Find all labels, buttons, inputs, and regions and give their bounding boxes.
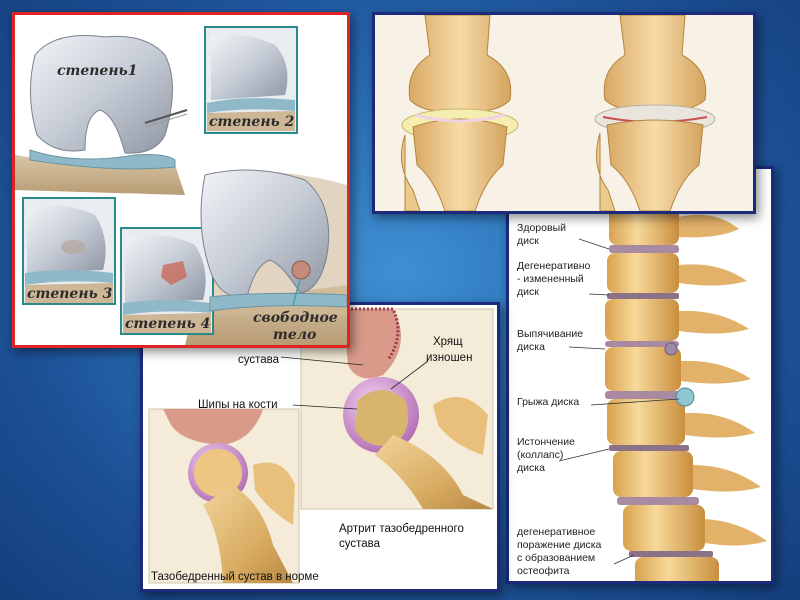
label-grade4: степень 4 [125, 316, 210, 332]
healthy-hip-joint [148, 408, 300, 584]
svg-text:Истончение (коллапс): Истончение (коллапс) диска [517, 436, 578, 474]
spine-disc-degeneration-panel: Здоровый диск Дегенеративно - измененный… [506, 166, 774, 584]
label-healthy-disc-2: диск [517, 235, 539, 247]
knee-joint-comparison-panel [372, 12, 756, 214]
svg-text:дегенеративное поражение: дегенеративное поражение диска с образов… [517, 526, 604, 577]
label-cartilage-2: изношен [426, 352, 472, 364]
label-cartilage-1: Хрящ [433, 336, 463, 348]
inset-grade3 [22, 197, 116, 305]
intervertebral-discs [605, 245, 713, 557]
label-disc-bulge-1: Выпячивание [517, 328, 583, 340]
hip-arthritis-panel: сустава Шипы на кости Хрящ изношен Артри… [140, 302, 500, 592]
label-hip-arthritis-2: сустава [339, 538, 381, 550]
knee-joint-comparison-illustration [375, 15, 753, 211]
label-disc-thinning-2: (коллапс) [517, 449, 563, 461]
inset-grade4 [120, 227, 214, 335]
label-grade1: степень1 [57, 63, 138, 79]
svg-text:Артрит тазобедренного су: Артрит тазобедренного сустава [339, 523, 467, 550]
label-disc-bulge-2: диска [517, 341, 545, 353]
label-healthy-disc-1: Здоровый [517, 222, 566, 234]
femur-loose-body [200, 169, 347, 312]
knee-cartilage-panel: степень1 степень 2 степень 3 степень 4 [12, 12, 350, 348]
label-osteophyte-4: остеофита [517, 565, 570, 577]
label-loose-body-2: тело [273, 327, 316, 343]
leader-lines [558, 238, 680, 565]
label-degenerative-disc-1: Дегенеративно [517, 260, 591, 272]
healthy-knee-joint [400, 15, 519, 211]
spine-illustration: Здоровый диск Дегенеративно - измененный… [509, 169, 771, 581]
label-osteophyte-1: дегенеративное [517, 526, 595, 538]
label-normal-hip: Тазобедренный сустав в норме [151, 571, 319, 583]
label-osteophyte-3: с образованием [517, 552, 595, 564]
label-bone-spurs: Шипы на кости [198, 399, 278, 411]
label-disc-hernia: Грыжа диска [517, 396, 579, 408]
svg-text:Хрящ изношен: Хрящ изношен [426, 336, 472, 364]
label-disc-thinning-1: Истончение [517, 436, 575, 448]
inset-grade2 [204, 26, 298, 134]
svg-text:Выпячивание диска: Выпячивание диска [517, 328, 586, 353]
label-joint-cut: сустава [238, 354, 280, 366]
vertebral-column [605, 207, 767, 581]
label-disc-thinning-3: диска [517, 462, 545, 474]
arthritic-knee-joint [594, 15, 716, 211]
label-loose-body-1: свободное [253, 310, 338, 326]
label-hip-arthritis-1: Артрит тазобедренного [339, 523, 464, 535]
femur-grade1 [29, 34, 188, 170]
svg-text:Дегенеративно - измененн: Дегенеративно - измененный диск [517, 260, 593, 298]
hip-leader-lines [280, 356, 429, 410]
label-degenerative-disc-3: диск [517, 286, 539, 298]
knee-grades-illustration: степень1 степень 2 степень 3 степень 4 [15, 15, 347, 345]
label-degenerative-disc-2: - измененный [517, 273, 584, 285]
label-osteophyte-2: поражение диска [517, 539, 602, 551]
label-grade3: степень 3 [27, 286, 113, 302]
svg-text:Здоровый диск: Здоровый диск [517, 222, 569, 247]
label-grade2: степень 2 [209, 114, 295, 130]
